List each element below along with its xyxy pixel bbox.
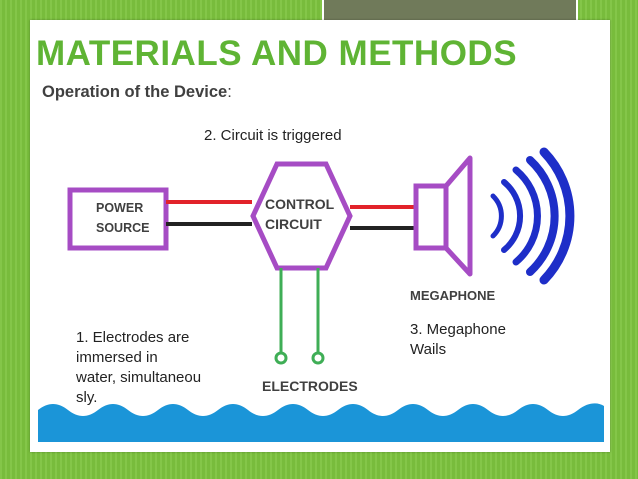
caption-step1-line2: immersed in <box>76 349 158 366</box>
subtitle-text: Operation of the Device <box>42 83 228 101</box>
control-circuit-hexagon <box>250 161 353 271</box>
caption-step1-line3: water, simultaneou <box>76 369 202 386</box>
sound-wave-1 <box>490 193 504 239</box>
caption-step1-line1: 1. Electrodes are <box>76 329 190 346</box>
electrodes-label: ELECTRODES <box>262 378 358 394</box>
power-source-label: POWER SOURCE <box>96 198 149 238</box>
electrode-right <box>311 351 325 365</box>
water-waves <box>38 403 604 442</box>
caption-step2: 2. Circuit is triggered <box>204 127 342 144</box>
sound-wave-5 <box>539 147 575 285</box>
caption-step1: 1. Electrodes are immersed in water, sim… <box>76 328 201 408</box>
caption-step1-line4: sly. <box>76 389 98 406</box>
slide-subtitle: Operation of the Device: <box>42 83 232 102</box>
megaphone-label: MEGAPHONE <box>410 288 496 303</box>
sound-waves <box>490 147 575 285</box>
control-circuit-line2: CIRCUIT <box>265 216 322 232</box>
megaphone-body <box>413 183 449 251</box>
control-circuit-line1: CONTROL <box>265 196 335 212</box>
control-circuit-label: CONTROL CIRCUIT <box>265 194 334 234</box>
power-source-line2: SOURCE <box>96 221 150 235</box>
power-source-line1: POWER <box>96 201 144 215</box>
electrode-left <box>274 351 288 365</box>
caption-step3-line1: 3. Megaphone <box>410 321 506 338</box>
sound-wave-3 <box>512 166 541 266</box>
caption-step3-line2: Wails <box>410 341 447 358</box>
subtitle-colon: : <box>227 83 232 101</box>
power-source-box <box>67 187 169 251</box>
sound-wave-4 <box>526 156 559 276</box>
caption-step3: 3. Megaphone Wails <box>410 320 506 360</box>
sound-wave-2 <box>501 179 523 253</box>
slide-title: MATERIALS AND METHODS <box>36 34 518 73</box>
megaphone-horn <box>443 155 473 277</box>
